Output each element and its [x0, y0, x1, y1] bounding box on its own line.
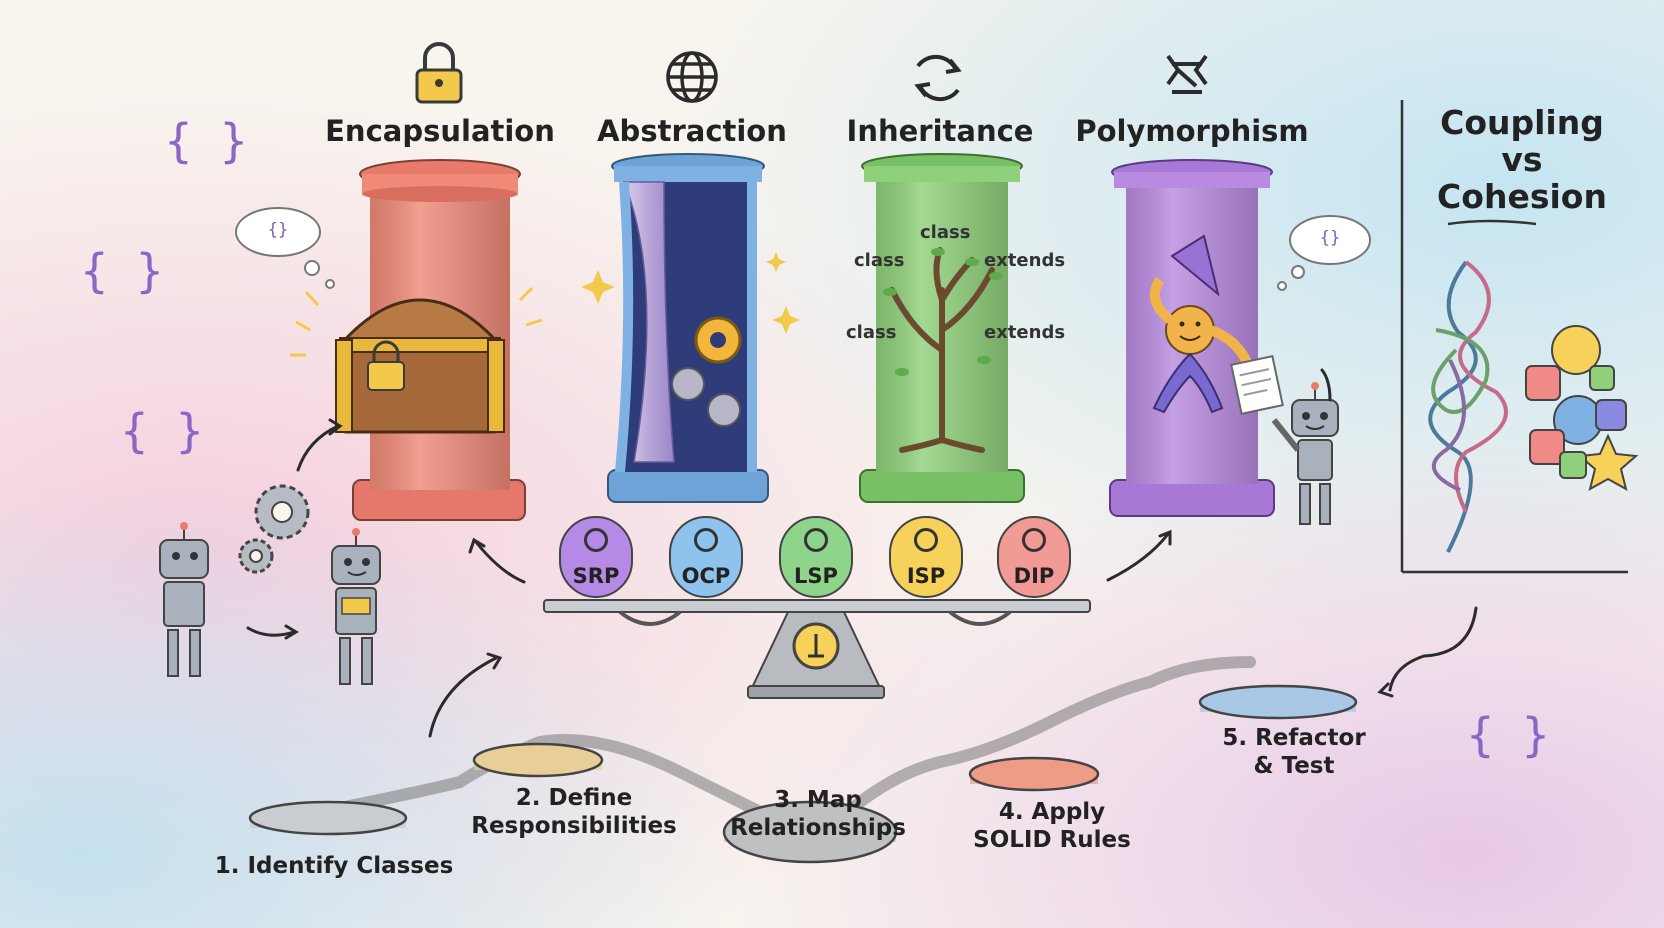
solid-badge-label: OCP	[681, 564, 731, 588]
coupling-title-line-2: vs	[1501, 140, 1543, 179]
step-label-5: 5. Refactor& Test	[1222, 724, 1365, 780]
solid-badge-isp: ISP	[889, 516, 963, 598]
solid-badge-dip: DIP	[997, 516, 1071, 598]
coupling-title: Coupling vs Cohesion	[1437, 104, 1607, 215]
coupling-title-line-1: Coupling	[1440, 103, 1604, 142]
cloud-brace-right: {}	[1319, 228, 1341, 248]
document-icon	[1230, 354, 1284, 416]
coupling-title-line-3: Cohesion	[1437, 177, 1607, 216]
pillar-title-abstraction: Abstraction	[597, 114, 787, 148]
tree-label-extends-bottom: extends	[984, 322, 1066, 343]
robot-left-2	[331, 528, 381, 685]
solid-badge-lsp: LSP	[779, 516, 853, 598]
robot-right	[1271, 382, 1339, 525]
brace-decoration-3: { }	[120, 404, 204, 458]
globe-icon	[666, 51, 718, 103]
solid-badge-icon	[694, 528, 718, 552]
cohesion-cluster	[1525, 325, 1639, 491]
solid-badge-icon	[584, 528, 608, 552]
solid-badge-icon	[804, 528, 828, 552]
pillar-title-polymorphism: Polymorphism	[1075, 114, 1309, 148]
pillar-title-inheritance: Inheritance	[846, 114, 1034, 148]
step-label-line: Responsibilities	[471, 813, 677, 839]
step-label-line: Relationships	[730, 815, 906, 841]
cloud-brace-left: {}	[267, 220, 289, 240]
coupling-panel	[1400, 100, 1628, 574]
solid-badge-label: SRP	[572, 564, 620, 588]
step-disk-2	[472, 742, 604, 778]
step-label-line: SOLID Rules	[973, 827, 1131, 853]
solid-badge-label: LSP	[794, 564, 838, 588]
step-disk-5	[1198, 684, 1358, 720]
step-label-line: & Test	[1253, 753, 1335, 779]
solid-badge-srp: SRP	[559, 516, 633, 598]
padlock-icon	[415, 42, 463, 104]
tangled-yarn	[1428, 260, 1508, 553]
tree-leaves	[883, 248, 1003, 376]
tree-label-class-bottom: class	[846, 322, 897, 343]
tree-label-class-top: class	[920, 222, 971, 243]
tree-label-class-left: class	[854, 250, 905, 271]
solid-badge-label: DIP	[1013, 564, 1055, 588]
brace-decoration-4: { }	[1466, 708, 1550, 762]
solid-badge-label: ISP	[906, 564, 946, 588]
tree-label-extends-top: extends	[984, 250, 1066, 271]
step-disk-1	[248, 800, 408, 836]
step-label-line: 1. Identify Classes	[214, 853, 454, 879]
step-disk-4	[968, 756, 1100, 792]
step-disks	[248, 684, 1358, 864]
morphing-character	[1149, 234, 1255, 414]
pillar-title-encapsulation: Encapsulation	[325, 114, 555, 148]
flow-arrows	[246, 368, 1478, 738]
step-label-line: 5. Refactor	[1222, 725, 1366, 751]
morph-shape-icon	[1166, 54, 1208, 94]
robot-left-1	[159, 522, 209, 677]
brace-decoration-2: { }	[80, 244, 164, 298]
gears-icon	[238, 484, 310, 574]
step-label-line: 3. Map	[774, 787, 862, 813]
step-label-1: 1. Identify Classes	[215, 852, 454, 880]
solid-badge-ocp: OCP	[669, 516, 743, 598]
inheritance-tree	[889, 247, 995, 453]
solid-badge-icon	[914, 528, 938, 552]
step-label-line: 2. Define	[515, 785, 633, 811]
solid-balance-scale	[543, 599, 1091, 699]
solid-badge-icon	[1022, 528, 1046, 552]
step-label-line: 4. Apply	[998, 799, 1106, 825]
brace-decoration-1: { }	[164, 114, 248, 168]
treasure-chest	[290, 286, 543, 434]
thought-cloud-right	[1277, 215, 1371, 291]
thought-cloud-left	[235, 207, 335, 289]
step-disk-3	[722, 800, 898, 864]
pillar-abstraction	[581, 153, 800, 503]
refresh-arrows-icon	[914, 54, 962, 102]
